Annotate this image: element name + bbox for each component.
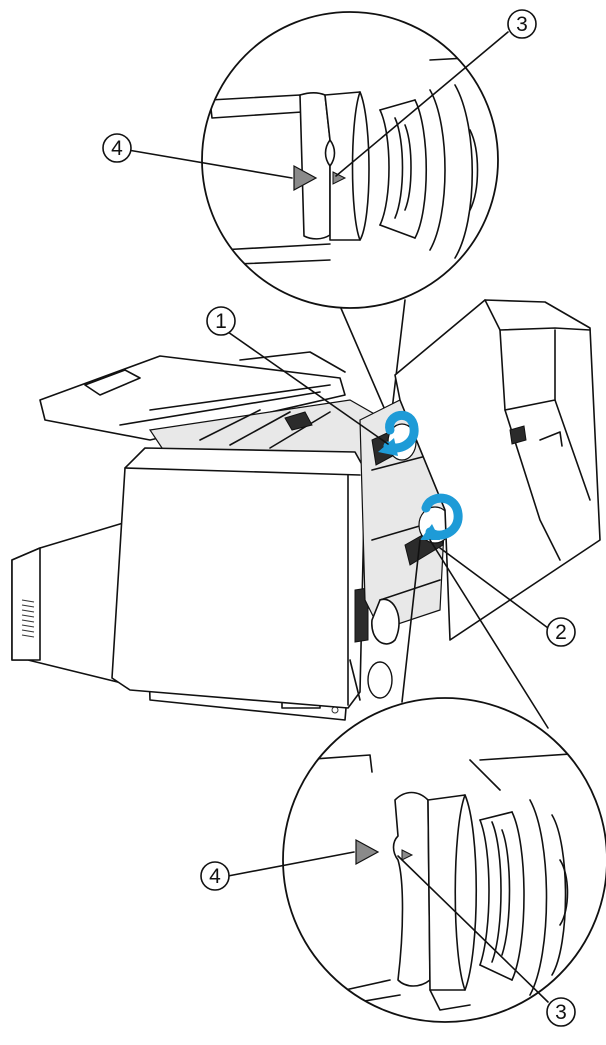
top-magnifier-cone-left	[339, 305, 386, 411]
bottom-magnifier-roller-detail	[299, 751, 601, 1013]
alignment-triangle-icon	[293, 164, 318, 192]
rotation-arrow-1	[378, 411, 419, 456]
bottom-magnifier-cone-left	[401, 539, 421, 703]
callout-4-top: 4	[102, 133, 132, 163]
bottom-magnifier-cone-right	[429, 539, 549, 729]
callout-leaders	[127, 31, 549, 1003]
callout-1: 1	[206, 306, 236, 336]
callout-3-bottom: 3	[546, 997, 576, 1027]
callout-2: 2	[546, 617, 576, 647]
callout-4-top-label: 4	[111, 137, 123, 160]
callout-4-bottom: 4	[200, 861, 230, 891]
vent-grille	[21, 599, 35, 638]
top-magnifier-cone-right	[391, 299, 406, 411]
rotation-arrow-2	[420, 493, 463, 540]
alignment-triangle-icon	[355, 838, 380, 866]
scanner-body	[11, 299, 601, 721]
front-panel	[111, 447, 366, 709]
callout-3-bottom-label: 3	[555, 1001, 567, 1024]
callout-3-top-label: 3	[516, 13, 528, 36]
bottom-magnifier	[282, 539, 606, 1023]
callout-4-bottom-label: 4	[209, 865, 221, 888]
callout-1-label: 1	[215, 310, 227, 333]
callout-2-label: 2	[555, 621, 567, 644]
top-magnifier-roller-detail	[209, 54, 498, 266]
callout-3-top: 3	[507, 9, 537, 39]
top-magnifier	[201, 11, 499, 411]
